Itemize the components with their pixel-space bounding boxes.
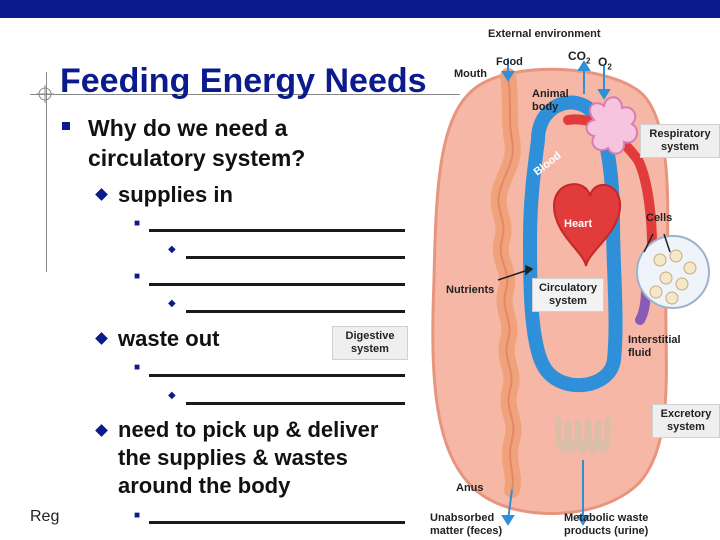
label-metabolic-2: products (urine) [564, 525, 649, 537]
small-diamond-bullet-icon: ◆ [168, 244, 176, 255]
top-bar [0, 0, 720, 18]
label-heart: Heart [564, 218, 593, 230]
label-interstitial-1: Interstitial [628, 334, 681, 346]
diamond-bullet-icon [95, 424, 108, 437]
label-external-environment: External environment [488, 28, 601, 40]
bullet-supplies-in: supplies in [118, 182, 233, 207]
diamond-bullet-icon [95, 332, 108, 345]
circulatory-diagram: External environment Food CO2 O2 Mouth A… [332, 20, 720, 540]
small-square-bullet-icon: ■ [134, 271, 141, 282]
label-anus: Anus [456, 482, 484, 494]
guide-line-horizontal [30, 94, 460, 95]
small-diamond-bullet-icon: ◆ [168, 390, 176, 401]
square-bullet-icon [62, 122, 70, 130]
excretory-tubules [555, 417, 611, 453]
blank-line [186, 402, 405, 405]
blank-line [149, 229, 405, 232]
footer-text: Reg [30, 508, 60, 525]
bullet-main-line1: Why do we need a [88, 115, 288, 141]
label-unabsorbed-2: matter (feces) [430, 525, 503, 537]
label-mouth: Mouth [454, 68, 487, 80]
respiratory-organ [585, 96, 639, 155]
label-metabolic-1: Metabolic waste [564, 512, 649, 524]
slide-title: Feeding Energy Needs [60, 62, 427, 100]
label-o2: O2 [598, 55, 612, 72]
label-unabsorbed-1: Unabsorbed [430, 512, 495, 524]
blank-line [149, 374, 405, 377]
small-square-bullet-icon: ■ [134, 510, 141, 521]
label-food: Food [496, 56, 523, 68]
small-square-bullet-icon: ■ [134, 218, 141, 229]
blank-line [186, 310, 405, 313]
bullet-pickup-line3: around the body [118, 473, 291, 498]
bullet-pickup-line2: the supplies & wastes [118, 445, 348, 470]
label-animal-body-1: Animal [532, 88, 569, 100]
bullet-waste-out: waste out [118, 326, 220, 351]
small-diamond-bullet-icon: ◆ [168, 298, 176, 309]
blank-line [186, 256, 405, 259]
blank-line [149, 521, 405, 524]
bullet-main-line2: circulatory system? [88, 145, 306, 171]
label-interstitial-2: fluid [628, 347, 652, 359]
small-square-bullet-icon: ■ [134, 362, 141, 373]
label-cells: Cells [646, 212, 673, 224]
label-nutrients: Nutrients [446, 284, 495, 296]
heart-shape [552, 183, 622, 267]
label-animal-body-2: body [532, 101, 559, 113]
diamond-bullet-icon [95, 188, 108, 201]
label-co2: CO2 [568, 49, 591, 66]
blank-line [149, 283, 405, 286]
bullet-pickup-line1: need to pick up & deliver [118, 417, 379, 442]
guide-line-vertical [46, 72, 47, 272]
